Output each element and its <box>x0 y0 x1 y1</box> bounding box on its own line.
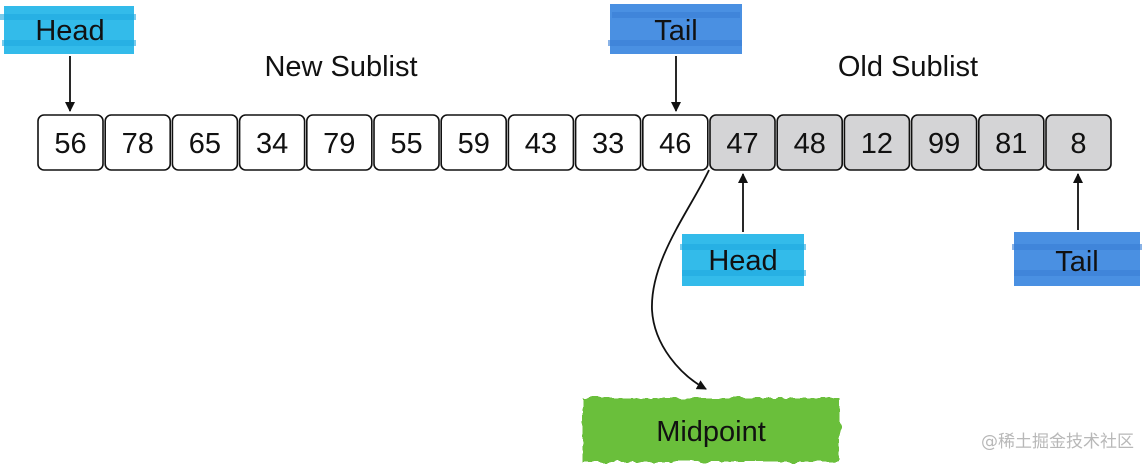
list-cell-value: 34 <box>256 128 288 160</box>
new-list-cell: 33 <box>574 114 642 171</box>
new-list-cell: 43 <box>507 114 575 171</box>
list-cell-box <box>709 114 776 171</box>
new-tail-tag: Tail <box>608 4 742 54</box>
new-sublist-label: New Sublist <box>264 51 417 83</box>
list-cell-value: 43 <box>525 128 557 160</box>
midpoint-badge: Midpoint <box>582 398 840 462</box>
list-cell-box <box>104 114 171 171</box>
new-head-tag: Head <box>0 6 136 54</box>
list-cell-box <box>641 114 709 171</box>
linked-list: 56 78 65 34 79 55 59 43 33 46 47 48 12 99 81 8 <box>37 114 1112 171</box>
old-list-cell: 81 <box>977 114 1045 171</box>
new-list-cell: 65 <box>171 114 239 171</box>
old-head-tag-bg <box>682 234 804 286</box>
list-cell-box <box>977 114 1045 171</box>
list-cell-box <box>171 114 239 171</box>
list-cell-box <box>910 114 978 171</box>
new-head-tag-text: Head <box>35 15 104 47</box>
old-list-cell: 8 <box>1045 114 1112 171</box>
list-cell-box <box>776 114 844 171</box>
list-cell-value: 46 <box>659 128 691 160</box>
watermark: @稀土掘金技术社区 <box>981 432 1134 452</box>
list-cell-value: 47 <box>726 128 758 160</box>
midpoint-badge-bg <box>582 398 840 462</box>
new-list-cell: 59 <box>440 114 508 171</box>
new-list-cell: 55 <box>373 114 440 171</box>
list-cell-value: 78 <box>122 128 154 160</box>
new-tail-tag-text: Tail <box>654 15 698 47</box>
list-cell-box <box>440 114 508 171</box>
list-cell-box <box>373 114 440 171</box>
list-cell-value: 33 <box>592 128 624 160</box>
new-list-cell: 79 <box>305 114 373 171</box>
new-list-cell: 34 <box>238 114 306 171</box>
list-cell-value: 99 <box>928 128 960 160</box>
old-list-cell: 12 <box>843 114 911 171</box>
new-list-cell: 56 <box>37 114 104 171</box>
list-cell-value: 12 <box>861 128 893 160</box>
list-cell-value: 59 <box>458 128 490 160</box>
midpoint-arrow <box>651 169 710 390</box>
old-head-tag-text: Head <box>708 245 777 277</box>
list-cell-box <box>238 114 306 171</box>
list-cell-box <box>305 114 373 171</box>
new-list-cell: 46 <box>641 114 709 171</box>
list-cell-value: 81 <box>995 128 1027 160</box>
list-cell-box <box>574 114 642 171</box>
new-list-cell: 78 <box>104 114 171 171</box>
list-cell-value: 65 <box>189 128 221 160</box>
old-list-cell: 47 <box>709 114 776 171</box>
list-cell-box <box>37 114 104 171</box>
list-cell-value: 56 <box>54 128 86 160</box>
old-head-tag: Head <box>680 234 806 286</box>
old-list-cell: 48 <box>776 114 844 171</box>
old-tail-tag-text: Tail <box>1055 246 1099 278</box>
list-cell-box <box>1045 114 1112 171</box>
list-cell-value: 55 <box>390 128 422 160</box>
list-cell-value: 79 <box>323 128 355 160</box>
old-tail-tag: Tail <box>1012 232 1142 286</box>
list-cell-value: 8 <box>1070 128 1086 160</box>
list-cell-box <box>843 114 911 171</box>
midpoint-label: Midpoint <box>656 416 766 448</box>
old-tail-tag-bg <box>1014 232 1140 286</box>
old-sublist-label: Old Sublist <box>838 51 978 83</box>
old-list-cell: 99 <box>910 114 978 171</box>
list-cell-value: 48 <box>794 128 826 160</box>
list-cell-box <box>507 114 575 171</box>
